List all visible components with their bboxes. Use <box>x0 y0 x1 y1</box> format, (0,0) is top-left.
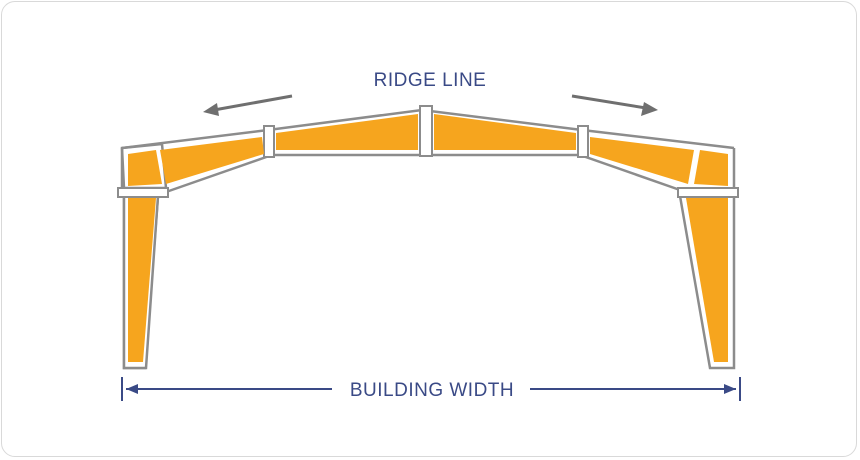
left-column-web <box>128 198 156 362</box>
width-left-arrowhead-icon <box>126 384 138 394</box>
frame-web-fills <box>128 114 728 362</box>
right-knee-plate <box>677 187 739 198</box>
right-splice-plate <box>577 125 589 158</box>
right-column-web <box>686 198 728 362</box>
left-rafter-web-2 <box>276 114 418 150</box>
building-width-label: BUILDING WIDTH <box>350 380 514 401</box>
left-arrowhead-icon <box>203 103 219 116</box>
right-rafter-web-2 <box>434 114 576 150</box>
right-arrow-icon <box>571 94 647 110</box>
left-splice-plate <box>263 125 275 158</box>
right-arrowhead-icon <box>641 102 658 116</box>
roof-bottom-edge <box>165 153 681 194</box>
left-rafter-web-1 <box>160 137 264 184</box>
building-width-dimension <box>121 377 741 401</box>
right-rafter-web-1 <box>590 137 694 184</box>
ridge-splice-plate <box>419 105 433 157</box>
width-right-arrowhead-icon <box>724 384 736 394</box>
ridge-line-label: RIDGE LINE <box>374 70 487 91</box>
ridge-direction-arrows <box>203 94 658 116</box>
left-knee-plate <box>117 187 169 198</box>
left-knee-web <box>128 150 162 186</box>
right-knee-web <box>694 150 728 186</box>
left-arrow-icon <box>213 94 293 112</box>
